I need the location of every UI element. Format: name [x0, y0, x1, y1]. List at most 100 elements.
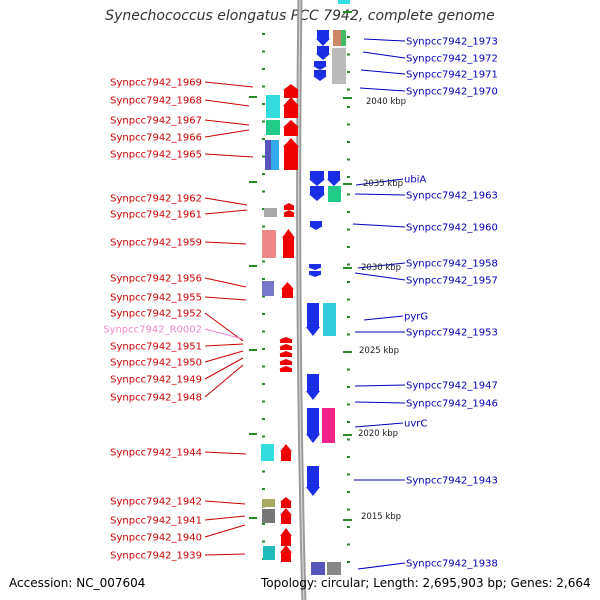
- tick-mark: [347, 543, 350, 546]
- leader-line-right: [363, 38, 406, 42]
- accession-label: Accession: NC_007604: [9, 576, 146, 590]
- tick-mark: [347, 368, 350, 371]
- tick-mark: [347, 158, 350, 161]
- tick-mark: [347, 316, 350, 318]
- leader-line-right: [354, 193, 406, 196]
- tick-mark-major: [343, 434, 352, 436]
- left-ticks: [249, 33, 265, 560]
- tick-mark-major: [343, 97, 352, 99]
- tick-mark: [347, 473, 350, 476]
- homolog-block: [332, 63, 346, 84]
- position-mark-label: 2015 kbp: [361, 512, 401, 522]
- leader-line-right: [354, 272, 406, 281]
- tick-mark: [262, 295, 265, 298]
- gene-label-left: Synpcc7942_1949: [110, 375, 202, 386]
- leader-line-left: [204, 524, 246, 538]
- reverse-gene-arrow: [313, 61, 327, 70]
- tick-mark: [347, 246, 350, 248]
- homolog-block: [327, 562, 341, 575]
- tick-mark-major: [343, 11, 352, 13]
- homolog-block: [266, 95, 280, 118]
- topology-label: Topology: circular; Length: 2,695,903 bp…: [261, 576, 591, 590]
- gene-label-right: Synpcc7942_1971: [406, 70, 498, 81]
- gene-label-left: Synpcc7942_1965: [110, 150, 202, 161]
- forward-gene-arrow: [283, 210, 295, 217]
- tick-mark: [262, 365, 265, 368]
- forward-gene-arrow: [283, 203, 295, 210]
- tick-mark-major: [249, 265, 257, 267]
- forward-gene-arrow: [279, 359, 293, 365]
- reverse-gene-arrow: [306, 408, 320, 443]
- tick-mark: [262, 190, 265, 193]
- tick-mark: [262, 330, 265, 333]
- tick-mark: [347, 491, 350, 493]
- homolog-block: [261, 444, 274, 461]
- right-gene-labels: Synpcc7942_1973Synpcc7942_1972Synpcc7942…: [404, 37, 498, 570]
- forward-gene-arrow: [280, 508, 292, 524]
- tick-mark: [347, 456, 350, 458]
- forward-gene-arrow: [280, 444, 292, 461]
- gene-label-right: Synpcc7942_1947: [406, 381, 498, 392]
- leader-line-left: [204, 500, 246, 505]
- tick-mark: [262, 33, 265, 35]
- tick-mark-major: [343, 351, 352, 353]
- gene-label-left: Synpcc7942_1942: [110, 497, 202, 508]
- forward-gene-arrow: [279, 351, 293, 357]
- tick-mark: [262, 85, 265, 88]
- tick-mark: [262, 313, 265, 315]
- gene-label-right: Synpcc7942_1970: [406, 87, 498, 98]
- tick-mark: [347, 386, 350, 388]
- reverse-gene-arrow: [308, 264, 322, 270]
- homolog-block: [322, 408, 335, 443]
- tick-mark: [347, 193, 350, 196]
- leader-line-right: [355, 178, 404, 186]
- tick-mark: [262, 523, 265, 525]
- reverse-gene-arrow: [327, 171, 341, 186]
- leader-line-left: [204, 296, 247, 301]
- tick-mark: [347, 281, 350, 283]
- tick-mark: [262, 225, 265, 228]
- gene-features: [261, 0, 350, 575]
- gene-label-left: Synpcc7942_R0002: [103, 325, 202, 336]
- forward-gene-arrow: [280, 528, 292, 546]
- tick-mark: [262, 418, 265, 420]
- leader-line-left: [204, 328, 244, 340]
- tick-mark: [347, 298, 350, 301]
- tick-mark: [347, 228, 350, 231]
- gene-label-right: Synpcc7942_1963: [406, 191, 498, 202]
- tick-mark: [347, 561, 350, 563]
- leader-line-right: [359, 87, 406, 92]
- genome-backbone-highlight: [298, 0, 305, 600]
- tick-mark: [347, 333, 350, 336]
- homolog-block: [265, 140, 271, 170]
- tick-mark-major: [249, 517, 257, 519]
- position-mark-label: 2040 kbp: [366, 97, 406, 107]
- gene-label-left: Synpcc7942_1941: [110, 516, 202, 527]
- gene-label-left: Synpcc7942_1969: [110, 78, 202, 89]
- position-mark-label: 2030 kbp: [361, 263, 401, 273]
- gene-label-left: Synpcc7942_1955: [110, 293, 202, 304]
- leader-line-right: [357, 562, 406, 570]
- tick-mark: [262, 435, 265, 438]
- forward-gene-arrow: [283, 138, 299, 170]
- tick-mark-major: [343, 183, 352, 185]
- gene-label-left: Synpcc7942_1966: [110, 133, 202, 144]
- tick-mark: [262, 400, 265, 403]
- homolog-block: [338, 0, 350, 4]
- tick-mark: [262, 103, 265, 105]
- leader-line-left: [204, 451, 247, 455]
- leader-line-left: [204, 350, 244, 363]
- gene-label-right: uvrC: [404, 419, 427, 430]
- forward-gene-arrow: [279, 366, 293, 372]
- tick-mark: [347, 53, 350, 56]
- tick-mark: [262, 348, 265, 350]
- leader-line-left: [204, 343, 244, 347]
- position-mark-label: 2020 kbp: [358, 429, 398, 439]
- leader-line-right: [354, 384, 406, 387]
- tick-mark: [347, 403, 350, 406]
- forward-gene-arrow: [283, 84, 299, 98]
- forward-gene-arrow: [280, 545, 292, 562]
- leader-lines: [204, 38, 406, 570]
- homolog-block: [262, 230, 276, 258]
